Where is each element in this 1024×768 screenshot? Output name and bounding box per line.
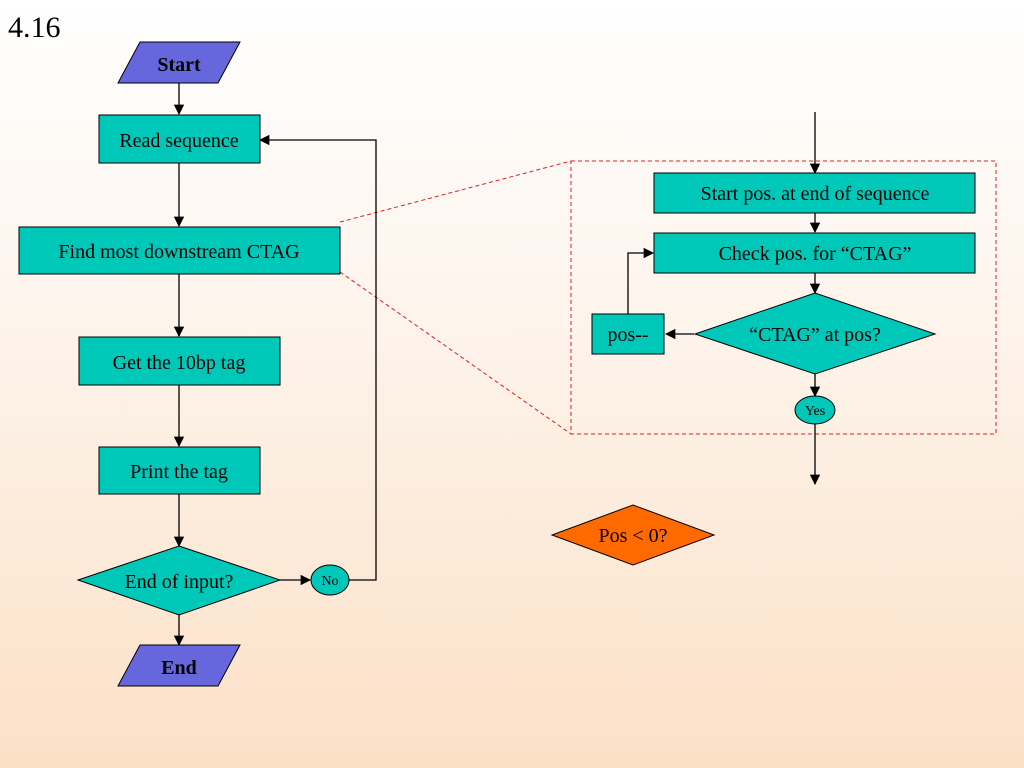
read-sequence-label: Read sequence [119,130,239,152]
start-pos-label: Start pos. at end of sequence [701,183,930,205]
start-pos-box: Start pos. at end of sequence [653,172,976,214]
arrow-pos-dec-loop [627,247,655,314]
check-pos-label: Check pos. for “CTAG” [719,243,912,265]
find-ctag-box: Find most downstream CTAG [18,226,341,275]
get-tag-box: Get the 10bp tag [78,336,281,386]
print-tag-label: Print the tag [130,461,228,483]
no-label: No [321,574,338,589]
check-pos-box: Check pos. for “CTAG” [653,232,976,274]
yes-label: Yes [805,404,825,419]
slide-number: 4.16 [8,11,61,44]
main-connectors [173,83,377,647]
end-of-input-decision: End of input? [76,545,282,616]
pos-decrement-label: pos-- [607,324,648,346]
start-terminal: Start [117,41,241,84]
pos-less-zero-decision: Pos < 0? [550,504,716,566]
end-terminal: End [117,644,241,687]
get-tag-label: Get the 10bp tag [113,352,246,374]
zoom-callout [339,160,997,435]
detail-connectors [627,112,821,486]
find-ctag-label: Find most downstream CTAG [58,241,299,263]
zoom-line-top [339,160,572,223]
end-of-input-label: End of input? [125,571,234,593]
ctag-at-pos-decision: “CTAG” at pos? [693,292,937,375]
start-label: Start [157,54,201,76]
yes-connector: Yes [794,395,836,425]
arrow-no-loop-back [258,134,377,581]
end-label: End [161,657,197,679]
ctag-at-pos-label: “CTAG” at pos? [749,324,881,346]
print-tag-box: Print the tag [98,446,261,495]
pos-decrement-box: pos-- [591,313,665,355]
pos-less-zero-label: Pos < 0? [598,525,667,547]
zoom-frame [570,160,997,435]
no-connector: No [310,564,350,596]
read-sequence-box: Read sequence [98,114,261,164]
zoom-line-bottom [339,271,572,435]
